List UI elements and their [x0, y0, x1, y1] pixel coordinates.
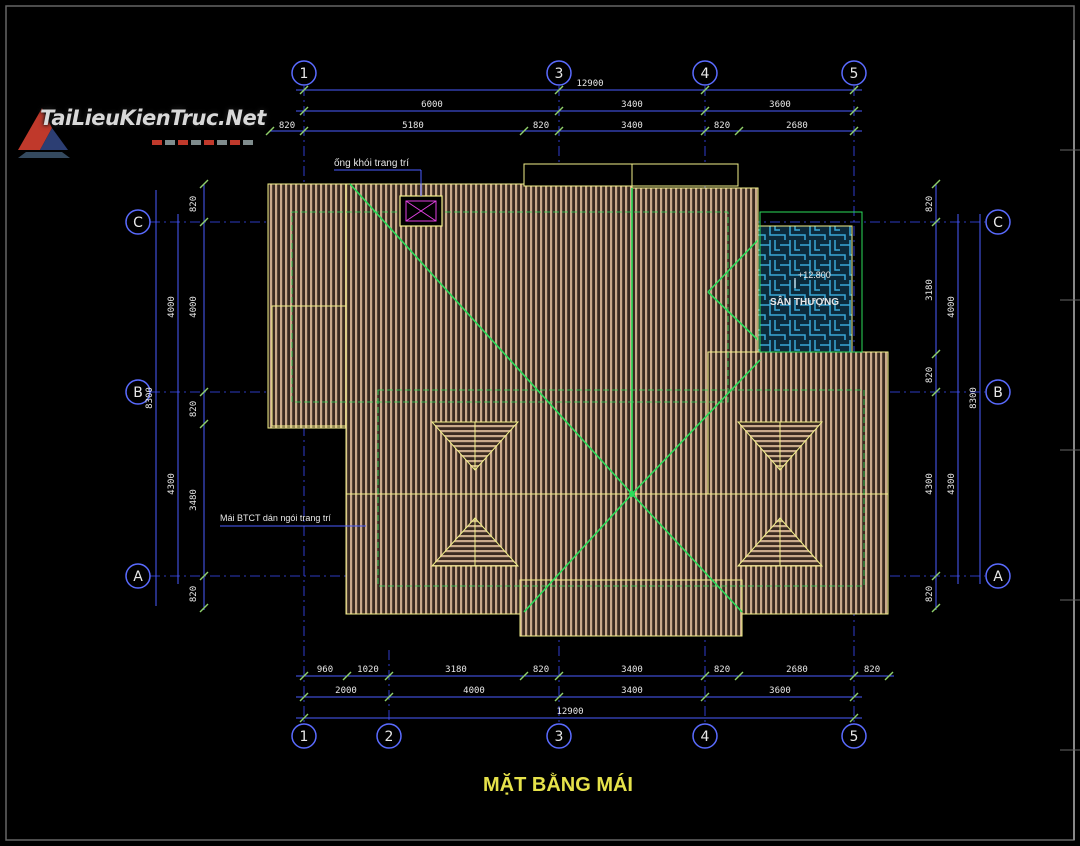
axis-top-label: 3	[555, 66, 564, 82]
dim-bottom-row1: 2680	[786, 665, 808, 675]
dim-bottom-row1: 820	[533, 665, 549, 675]
dim-right-inner: 4300	[925, 473, 935, 495]
dim-top-row1: 3600	[769, 100, 791, 110]
decorative-chimney	[334, 169, 443, 227]
watermark-text: TaiLieuKienTruc.Net	[40, 106, 266, 130]
roof-plan	[267, 163, 889, 637]
dim-bottom-row2: 3600	[769, 686, 791, 696]
axis-top-label: 5	[850, 66, 859, 82]
dim-bottom-row1: 960	[317, 665, 333, 675]
axis-bubbles	[125, 60, 1011, 749]
dim-left-inner: 820	[189, 196, 199, 212]
dim-bottom-row1: 3180	[445, 665, 467, 675]
axis-top-label: 1	[300, 66, 309, 82]
dim-top-row2: 820	[714, 121, 730, 131]
dim-left-outer: 3480	[189, 489, 199, 511]
dimension-lines	[155, 89, 981, 719]
dim-top-row2: 820	[279, 121, 295, 131]
dim-left-total: 8300	[145, 387, 155, 409]
dim-bottom-row1: 820	[714, 665, 730, 675]
axis-bottom-label: 5	[850, 729, 859, 745]
axis-bottom-label: 2	[385, 729, 394, 745]
dim-right-inner: 820	[925, 196, 935, 212]
dim-right-total: 8300	[969, 387, 979, 409]
watermark-logo	[18, 108, 70, 158]
dim-left-inner: 4300	[167, 473, 177, 495]
axis-row-label: B	[993, 385, 1003, 401]
dim-left-inner: 820	[189, 401, 199, 417]
dim-top-row2: 820	[533, 121, 549, 131]
axis-row-label: B	[133, 385, 143, 401]
axis-row-label: A	[993, 569, 1003, 585]
axis-row-label: C	[133, 215, 143, 231]
dim-bottom-row2: 2000	[335, 686, 357, 696]
axis-top-label: 4	[701, 66, 710, 82]
axis-row-label: A	[133, 569, 143, 585]
dim-bottom-total: 12900	[556, 707, 583, 717]
roof-material-label: Mái BTCT dán ngói trang trí	[220, 513, 331, 523]
dim-top-row1: 3400	[621, 100, 643, 110]
chimney-label: ống khói trang trí	[334, 157, 409, 169]
dim-bottom-row2: 3400	[621, 686, 643, 696]
terrace-label: SÂN THƯỢNG	[770, 295, 839, 308]
dim-right-mid: 4300	[947, 473, 957, 495]
dim-bottom-row1: 3400	[621, 665, 643, 675]
dim-top-row2: 5180	[402, 121, 424, 131]
dim-right-inner: 3180	[925, 279, 935, 301]
dim-top-row2: 2680	[786, 121, 808, 131]
axis-row-label: C	[993, 215, 1003, 231]
dim-right-mid: 4000	[947, 296, 957, 318]
dim-bottom-row1: 1020	[357, 665, 379, 675]
dim-bottom-row2: 4000	[463, 686, 485, 696]
dim-top-row1: 6000	[421, 100, 443, 110]
axis-bottom-label: 4	[701, 729, 710, 745]
dim-left-inner: 820	[189, 586, 199, 602]
axis-bottom-label: 1	[300, 729, 309, 745]
viewport-border	[5, 5, 1080, 841]
dim-right-inner: 820	[925, 586, 935, 602]
axis-bottom-label: 3	[555, 729, 564, 745]
dimension-ticks	[199, 85, 941, 723]
terrace-level-label: +12.800	[798, 270, 831, 280]
dim-right-inner: 820	[925, 367, 935, 383]
watermark-bars	[152, 140, 253, 145]
dim-bottom-row1: 820	[864, 665, 880, 675]
dim-top-total: 12900	[576, 79, 603, 89]
dim-left-inner: 4000	[167, 296, 177, 318]
roof-terrace	[757, 211, 863, 353]
dim-left-inner: 4000	[189, 296, 199, 318]
dim-top-row2: 3400	[621, 121, 643, 131]
drawing-title: MẶT BẰNG MÁI	[483, 772, 633, 796]
